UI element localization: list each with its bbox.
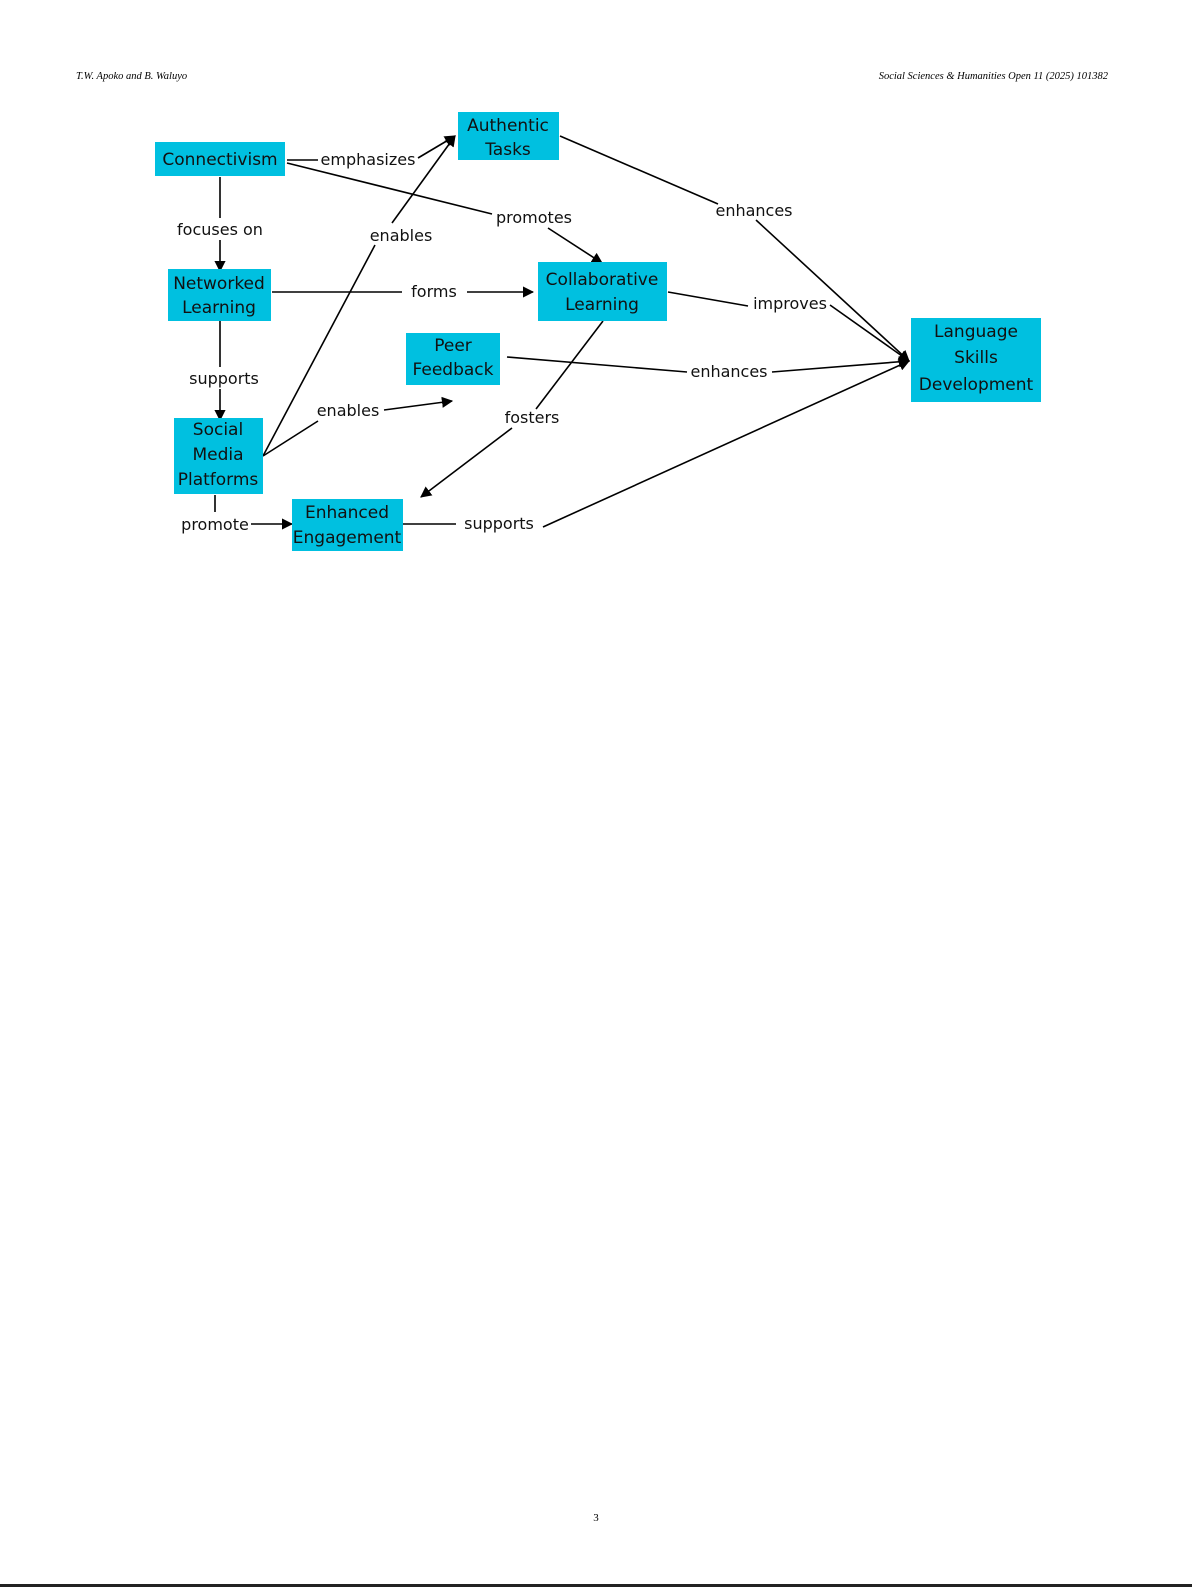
edge-line [755, 219, 910, 362]
edge-labels: emphasizes focuses on promotes enables f… [177, 150, 827, 534]
edge-line [420, 427, 513, 498]
node-label-line: Platforms [178, 470, 259, 490]
edge-line [535, 320, 604, 410]
edge-line [506, 356, 688, 373]
edge-line [417, 135, 456, 159]
node-label-line: Learning [565, 295, 639, 315]
node-label-line: Tasks [484, 140, 531, 160]
node-label-line: Enhanced [305, 503, 389, 523]
edge-line [559, 135, 719, 205]
node-peer-feedback: Peer Feedback [406, 333, 500, 385]
node-language-skills-development: Language Skills Development [911, 318, 1041, 402]
node-label-line: Media [192, 445, 243, 465]
edge-line [383, 396, 454, 411]
edge-label-enables-authentic: enables [370, 226, 433, 245]
node-label-line: Collaborative [546, 270, 659, 290]
node-authentic-tasks: Authentic Tasks [458, 112, 559, 160]
bottom-rule [0, 1584, 1192, 1587]
concept-map-diagram: emphasizes focuses on promotes enables f… [155, 112, 1041, 551]
edge-line [547, 227, 603, 264]
node-label-line: Connectivism [162, 150, 277, 170]
edge-line [771, 356, 911, 373]
edge-label-enables-peer: enables [317, 401, 380, 420]
edge-label-promotes: promotes [496, 208, 572, 227]
node-label-line: Development [919, 375, 1034, 395]
node-label-line: Skills [954, 348, 998, 368]
edge-label-focuses-on: focuses on [177, 220, 263, 239]
edge-line [262, 244, 376, 457]
running-head-journal: Social Sciences & Humanities Open 11 (20… [878, 71, 1108, 82]
edge-label-improves: improves [753, 294, 827, 313]
node-label-line: Language [934, 322, 1018, 342]
edge-label-promote: promote [181, 515, 249, 534]
edge-line [286, 162, 493, 215]
node-label-line: Feedback [413, 360, 494, 380]
node-label-line: Networked [173, 274, 265, 294]
edge-label-forms: forms [411, 282, 457, 301]
edge-label-emphasizes: emphasizes [321, 150, 416, 169]
node-social-media-platforms: Social Media Platforms [174, 418, 263, 494]
edge-label-enhances-peer: enhances [690, 362, 767, 381]
edges [214, 135, 911, 530]
page-number: 3 [593, 1512, 599, 1524]
edge-label-enhances-authentic: enhances [715, 201, 792, 220]
edge-line [829, 304, 910, 362]
edge-line [667, 291, 749, 307]
edge-line [391, 135, 456, 224]
edge-label-supports-language: supports [464, 514, 534, 533]
node-label-line: Learning [182, 298, 256, 318]
edge-line [542, 360, 911, 528]
edge-line [262, 420, 319, 457]
edge-label-fosters: fosters [505, 408, 560, 427]
node-collaborative-learning: Collaborative Learning [538, 262, 667, 321]
node-networked-learning: Networked Learning [168, 269, 271, 321]
node-label-line: Authentic [467, 116, 549, 136]
node-label-line: Engagement [293, 528, 402, 548]
node-connectivism: Connectivism [155, 142, 285, 176]
edge-label-supports-social: supports [189, 369, 259, 388]
node-label-line: Social [193, 420, 243, 440]
node-label-line: Peer [434, 336, 472, 356]
running-head-authors: T.W. Apoko and B. Waluyo [76, 71, 188, 82]
node-enhanced-engagement: Enhanced Engagement [292, 499, 403, 551]
